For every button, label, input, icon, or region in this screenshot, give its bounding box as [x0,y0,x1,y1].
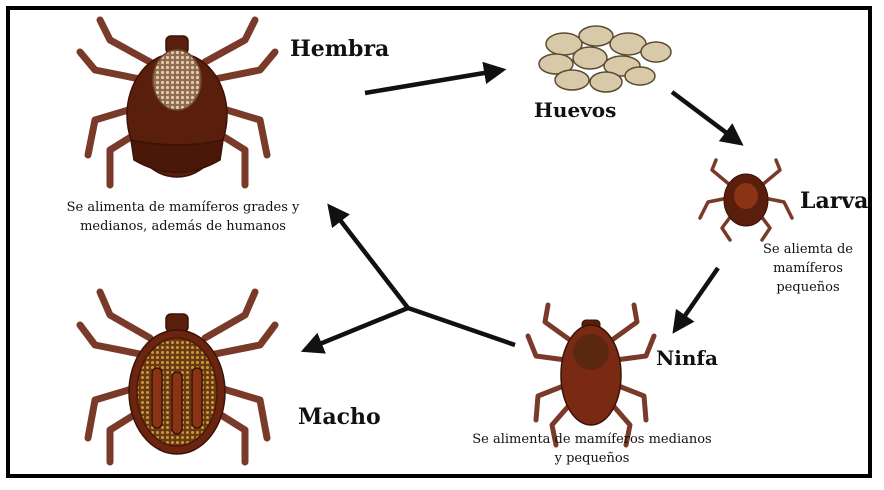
caption-ninfa: Se alimenta de mamíferos medianos y pequ… [472,432,712,466]
caption-larva: Se aliemta de mamíferos pequeños [763,242,853,295]
cycle-arrows [300,61,744,354]
label-macho: Macho [298,404,381,430]
arrow-larva-to-ninfa [672,266,720,334]
arrow-huevos-to-larva [670,90,744,146]
label-ninfa: Ninfa [656,346,718,370]
female-tick-image [76,16,279,189]
larva-tick-image [698,158,794,242]
eggs-image [538,25,672,93]
arrow-hembra-to-huevos [364,61,507,96]
arrow-ninfa-to-macho [300,305,409,354]
label-larva: Larva [800,188,869,214]
diagram-frame [6,6,872,478]
arrow-ninfa-to-hembra [327,203,516,348]
label-huevos: Huevos [534,98,617,122]
label-hembra: Hembra [290,36,390,62]
caption-hembra: Se alimenta de mamíferos grades y median… [66,200,300,234]
nymph-tick-image [525,302,657,448]
male-tick-image [76,288,279,466]
